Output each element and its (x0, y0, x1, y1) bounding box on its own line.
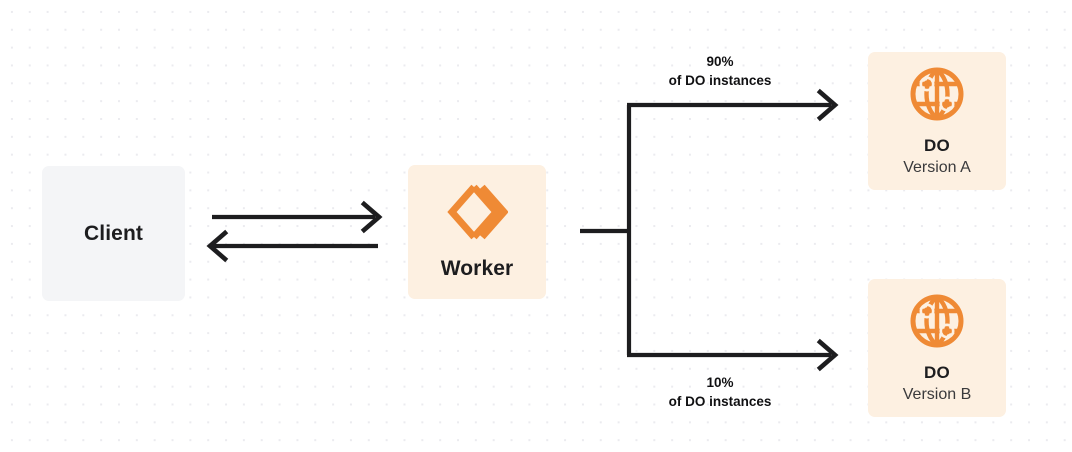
node-do-a-label: DO (924, 135, 950, 155)
edge-worker-to-do-a (627, 88, 839, 122)
node-do-b-version: Version B (902, 385, 972, 403)
node-worker-label: Worker (440, 257, 514, 280)
cloudflare-workers-icon (446, 183, 509, 241)
edge-label-do-b-caption: of DO instances (668, 394, 772, 410)
edge-label-do-a: 90% of DO instances (629, 52, 811, 90)
edge-worker-to-client (206, 229, 378, 263)
node-do-version-b[interactable]: DO Version B (868, 279, 1006, 417)
edge-label-do-a-percent: 90% (706, 54, 734, 69)
node-client-label: Client (84, 221, 143, 245)
edge-worker-to-do-b (627, 338, 839, 372)
edge-label-do-a-caption: of DO instances (668, 73, 772, 89)
node-do-version-a[interactable]: DO Version A (868, 52, 1006, 190)
node-do-a-version: Version A (903, 158, 971, 176)
edge-client-to-worker (212, 200, 383, 234)
edge-label-do-b-percent: 10% (706, 375, 734, 390)
node-worker[interactable]: Worker (408, 165, 546, 299)
node-do-b-label: DO (924, 362, 950, 382)
durable-object-globe-icon (909, 293, 965, 349)
node-client[interactable]: Client (42, 166, 185, 301)
edge-label-do-b: 10% of DO instances (629, 373, 811, 411)
durable-object-globe-icon (909, 66, 965, 122)
edge-worker-branch (580, 105, 632, 355)
